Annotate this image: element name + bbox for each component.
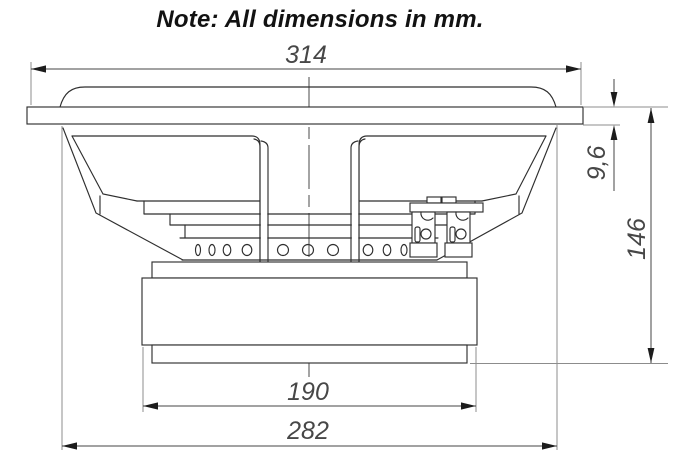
top-plate [151,261,468,279]
terminal-tab-right [441,196,457,204]
vent-holes [194,243,408,257]
spider-tiers [136,200,483,239]
dim-146-label: 146 [623,218,651,260]
terminal-assembly [409,196,484,258]
dim-190-label: 190 [287,378,329,406]
terminal-foot-right [444,242,473,258]
surround [59,86,557,108]
dim-282-label: 282 [286,417,329,445]
dimension-magnet-diameter: 190 [142,347,477,412]
dimension-flange-thickness: 9,6 [583,79,668,191]
magnet [141,277,478,346]
terminal-bar [409,202,484,213]
terminal-foot-left [409,242,438,258]
dimension-overall-width: 314 [30,41,582,105]
dimension-basket-width: 282 [61,123,558,450]
note-title: Note: All dimensions in mm. [156,6,484,33]
speaker-cross-section [26,86,584,364]
terminal-tab-left [426,196,442,204]
dimension-overall-height: 146 [470,108,668,364]
mounting-flange [26,106,584,125]
basket-left-leg [62,127,184,261]
bottom-plate [151,344,468,364]
voice-coil-former [253,138,366,263]
terminal-push-button-right [455,228,467,240]
terminal-push-button-left [420,228,432,240]
dim-9-6-label: 9,6 [583,146,611,181]
dim-314-label: 314 [285,41,327,69]
